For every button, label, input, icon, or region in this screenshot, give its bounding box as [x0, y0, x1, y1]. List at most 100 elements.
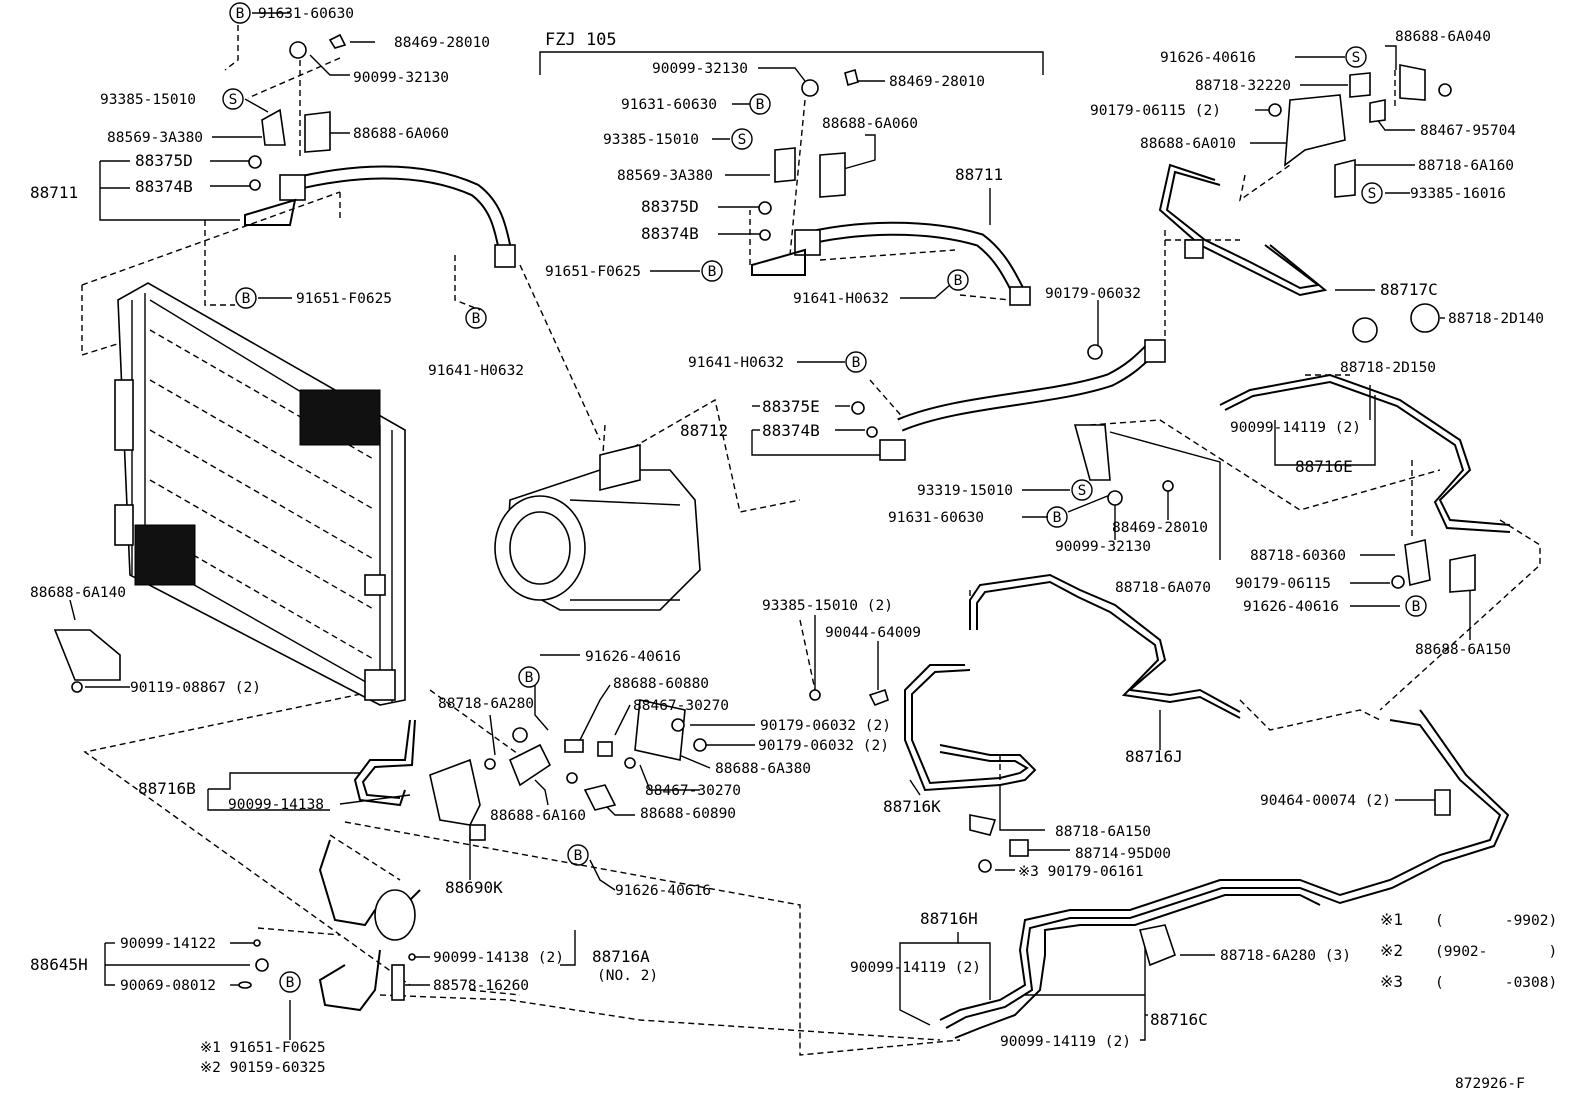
part-number: 91641-H0632 — [428, 363, 524, 379]
hose-88711-fzj105 — [751, 221, 1031, 306]
part-number: 88688-6A160 — [490, 808, 586, 824]
part-number: 88688-6A060 — [822, 116, 918, 132]
pipe-88717C — [1158, 163, 1328, 297]
legend-mark: ※2 — [1380, 941, 1403, 960]
part-number: 88688-60880 — [613, 676, 709, 692]
part-number: 88716A — [592, 947, 650, 966]
svg-text:B: B — [1053, 510, 1062, 526]
part-number: 91626-40616 — [1243, 599, 1339, 615]
part-number: 90464-00074 (2) — [1260, 793, 1391, 809]
part-number: 88711 — [30, 183, 78, 202]
pipe-88716E — [1219, 373, 1511, 533]
part-number: 88716H — [920, 909, 978, 928]
part-number: 88688-6A150 — [1415, 642, 1511, 658]
part-number: 88714-95D00 — [1075, 846, 1171, 862]
condenser-illustration — [114, 282, 406, 706]
legend-range: (9902- ) — [1435, 944, 1557, 960]
figure-id: 872926-F — [1455, 1076, 1525, 1092]
part-number: 90179-06032 (2) — [760, 718, 891, 734]
part-number: 90069-08012 — [120, 978, 216, 994]
part-number: 88375D — [641, 197, 699, 216]
svg-text:S: S — [1368, 186, 1377, 202]
legend-range: ( -0308) — [1435, 975, 1557, 991]
pipe-88716H-88716C — [939, 709, 1510, 1039]
pipe-88716B-and-receiver — [318, 719, 486, 1012]
part-number: 90099-14122 — [120, 936, 216, 952]
part-number: 90179-06032 — [1045, 286, 1141, 302]
legend-mark: ※3 — [1380, 972, 1403, 991]
marker-s: S — [1361, 182, 1383, 204]
part-number: 91641-H0632 — [793, 291, 889, 307]
part-number: 90044-64009 — [825, 625, 921, 641]
part-number: 88375D — [135, 151, 193, 170]
part-number: 88718-6A070 — [1115, 580, 1211, 596]
part-number: 90179-06115 (2) — [1090, 103, 1221, 119]
part-number: 93385-15010 — [603, 132, 699, 148]
part-number: 88718-6A280 (3) — [1220, 948, 1351, 964]
part-number: 93385-15010 (2) — [762, 598, 893, 614]
marker-b: B — [1046, 506, 1068, 528]
part-number: 88718-2D150 — [1340, 360, 1436, 376]
part-number: 88716J — [1125, 747, 1183, 766]
part-number: 88688-6A380 — [715, 761, 811, 777]
pipe-88716J-88716K — [904, 573, 1241, 792]
part-number: 88469-28010 — [394, 35, 490, 51]
part-number: 88645H — [30, 955, 88, 974]
marker-b: B — [1405, 595, 1427, 617]
part-number: 90099-32130 — [652, 61, 748, 77]
svg-text:S: S — [229, 92, 238, 108]
marker-b: B — [229, 2, 251, 24]
svg-text:B: B — [236, 6, 245, 22]
part-number: 91641-H0632 — [688, 355, 784, 371]
marker-s: S — [222, 88, 244, 110]
part-number: 91626-40616 — [585, 649, 681, 665]
part-number: ※3 90179-06161 — [1018, 864, 1144, 880]
svg-text:B: B — [574, 848, 583, 864]
part-number: 90099-14119 (2) — [850, 960, 981, 976]
part-number: 88718-6A150 — [1055, 824, 1151, 840]
svg-text:B: B — [525, 670, 534, 686]
part-number: 91631-60630 — [888, 510, 984, 526]
marker-b: B — [567, 844, 589, 866]
part-number: 90099-14119 (2) — [1000, 1034, 1131, 1050]
hose-88711-left — [244, 165, 516, 268]
part-number: 88374B — [762, 421, 820, 440]
legend: ※1 ( -9902) ※2 (9902- ) ※3 ( -0308) — [1380, 910, 1557, 991]
part-labels: FZJ 105 91631-60630 88469-28010 90099-32… — [30, 6, 1544, 1076]
svg-text:B: B — [954, 273, 963, 289]
svg-text:B: B — [756, 97, 765, 113]
model-header: FZJ 105 — [545, 30, 617, 50]
svg-text:B: B — [1412, 599, 1421, 615]
part-number: 88569-3A380 — [107, 130, 203, 146]
svg-text:B: B — [286, 975, 295, 991]
svg-text:S: S — [1352, 50, 1361, 66]
part-number: 88469-28010 — [889, 74, 985, 90]
part-number: 90099-32130 — [1055, 539, 1151, 555]
part-number: 91651-F0625 — [296, 291, 392, 307]
legend-range: ( -9902) — [1435, 913, 1557, 929]
part-number: 90179-06032 (2) — [758, 738, 889, 754]
circled-markers: B S B B B S B B S S B S B B B B B — [222, 2, 1427, 993]
svg-text:B: B — [708, 264, 717, 280]
part-number: 88375E — [762, 397, 820, 416]
part-number: 93385-15010 — [100, 92, 196, 108]
part-number: 88688-6A040 — [1395, 29, 1491, 45]
marker-b: B — [235, 287, 257, 309]
part-number: 88718-32220 — [1195, 78, 1291, 94]
svg-text:B: B — [472, 311, 481, 327]
part-number: 88716C — [1150, 1010, 1208, 1029]
hose-88712 — [879, 339, 1166, 461]
svg-text:S: S — [1078, 483, 1087, 499]
marker-b: B — [465, 307, 487, 329]
part-number: 88716B — [138, 779, 196, 798]
part-number: 88467-30270 — [633, 698, 729, 714]
part-number: 88688-6A140 — [30, 585, 126, 601]
part-number: 88688-6A060 — [353, 126, 449, 142]
part-number: 90179-06115 — [1235, 576, 1331, 592]
part-number: 88374B — [641, 224, 699, 243]
part-number: 88569-3A380 — [617, 168, 713, 184]
compressor-illustration — [494, 443, 701, 611]
part-number: 88711 — [955, 165, 1003, 184]
part-number: 88467-95704 — [1420, 123, 1516, 139]
